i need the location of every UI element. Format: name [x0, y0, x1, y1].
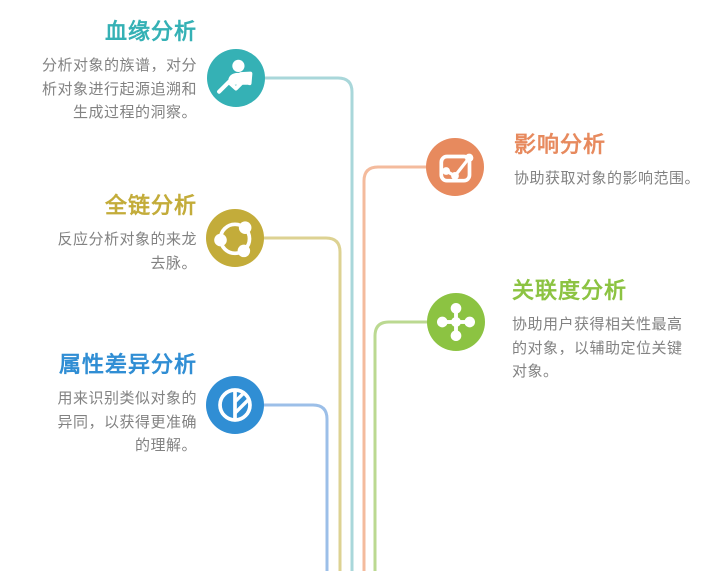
half-circle-compare-icon — [206, 376, 264, 434]
analysis-item-attribute-diff: 属性差异分析 用来识别类似对象的 异同，以获得更准确 的理解。 — [57, 351, 197, 458]
person-trend-icon — [207, 49, 265, 107]
connector-line-attribute-diff — [235, 403, 329, 571]
connector-line-full-chain — [235, 236, 342, 571]
correlation-title: 关联度分析 — [512, 278, 628, 303]
chart-box-icon — [426, 138, 484, 196]
full-chain-title: 全链分析 — [104, 193, 197, 218]
analysis-item-impact: 影响分析 协助获取对象的影响范围。 — [514, 131, 700, 191]
full-chain-description: 反应分析对象的来龙 去脉。 — [57, 231, 197, 272]
attribute-diff-title: 属性差异分析 — [58, 352, 197, 377]
correlation-description: 协助用户获得相关性最高 的对象，以辅助定位关键 对象。 — [512, 316, 683, 380]
impact-description: 协助获取对象的影响范围。 — [514, 170, 701, 187]
analysis-item-lineage: 血缘分析 分析对象的族谱，对分 析对象进行起源追溯和 生成过程的洞察。 — [42, 18, 197, 125]
lineage-title: 血缘分析 — [104, 19, 197, 44]
attribute-diff-description: 用来识别类似对象的 异同，以获得更准确 的理解。 — [57, 390, 197, 454]
share-network-icon — [206, 209, 264, 267]
analysis-item-full-chain: 全链分析 反应分析对象的来龙 去脉。 — [57, 192, 197, 275]
node-cluster-icon — [427, 293, 485, 351]
impact-title: 影响分析 — [514, 132, 607, 157]
connector-line-lineage — [236, 76, 354, 571]
analysis-item-correlation: 关联度分析 协助用户获得相关性最高 的对象，以辅助定位关键 对象。 — [512, 277, 683, 384]
connector-line-impact — [362, 165, 455, 571]
connector-line-correlation — [373, 320, 456, 571]
lineage-description: 分析对象的族谱，对分 析对象进行起源追溯和 生成过程的洞察。 — [41, 57, 197, 121]
